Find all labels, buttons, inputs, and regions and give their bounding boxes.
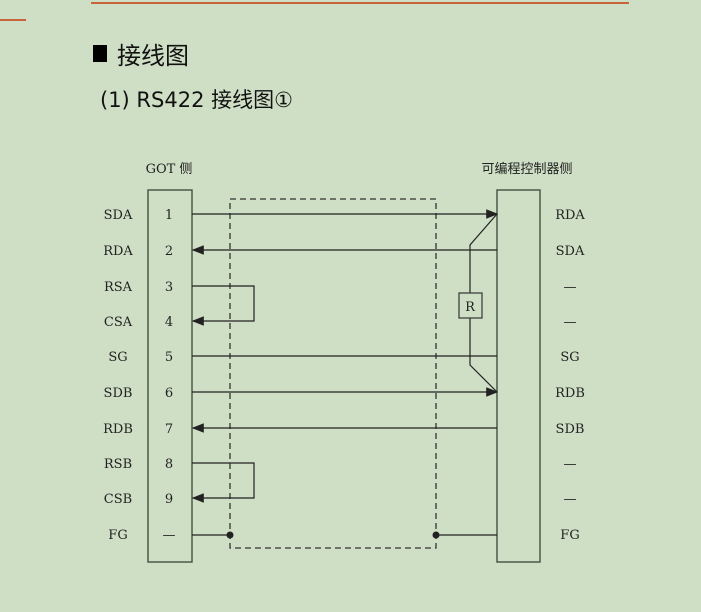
wires <box>191 209 499 536</box>
left-signal-label: CSB <box>104 492 132 507</box>
margin-rule <box>0 19 26 21</box>
shield-ground-dot <box>226 531 234 539</box>
right-signal-label: RDA <box>555 208 585 223</box>
pin-number: 8 <box>165 457 173 472</box>
pin-number: 2 <box>165 244 173 259</box>
right-signal-label: FG <box>560 528 579 543</box>
pin-number: 6 <box>165 386 173 401</box>
pin-number: 7 <box>165 422 173 437</box>
right-signal-label: SDA <box>556 244 585 259</box>
pin-number: 9 <box>165 492 173 507</box>
right-signal-label: — <box>564 280 577 295</box>
left-signal-label: FG <box>108 528 127 543</box>
subheading: (1) RS422 接线图① <box>100 88 293 112</box>
left-title: GOT 侧 <box>146 162 193 177</box>
left-signal-label: RDB <box>103 422 133 437</box>
heading-text: 接线图 <box>117 42 189 70</box>
plc-connector <box>496 189 541 563</box>
left-signal-label: CSA <box>104 315 133 330</box>
left-signal-label: RDA <box>103 244 133 259</box>
resistor-label: R <box>465 300 476 315</box>
pin-number: 1 <box>165 208 173 223</box>
pin-number: 5 <box>165 350 173 365</box>
right-signal-label: — <box>564 492 577 507</box>
right-signal-label: SDB <box>556 422 585 437</box>
left-signal-label: RSB <box>104 457 132 472</box>
left-signal-label: RSA <box>104 280 133 295</box>
header-rule <box>91 2 629 4</box>
section-heading: 接线图 <box>93 36 189 71</box>
right-signal-label: — <box>564 457 577 472</box>
left-signal-label: SDA <box>104 208 133 223</box>
pin-number: — <box>163 528 176 543</box>
got-connector <box>147 189 193 563</box>
right-signal-label: SG <box>560 350 579 365</box>
shield-ground-dot <box>432 531 440 539</box>
right-title: 可编程控制器侧 <box>481 162 572 177</box>
pin-number: 3 <box>165 280 173 295</box>
right-signal-label: — <box>564 315 577 330</box>
right-signal-label: RDB <box>555 386 585 401</box>
pin-number: 4 <box>165 315 173 330</box>
terminating-resistor <box>458 292 483 319</box>
left-signal-label: SG <box>108 350 127 365</box>
square-bullet-icon <box>93 45 107 62</box>
cable-shield <box>229 198 437 549</box>
left-signal-label: SDB <box>104 386 133 401</box>
